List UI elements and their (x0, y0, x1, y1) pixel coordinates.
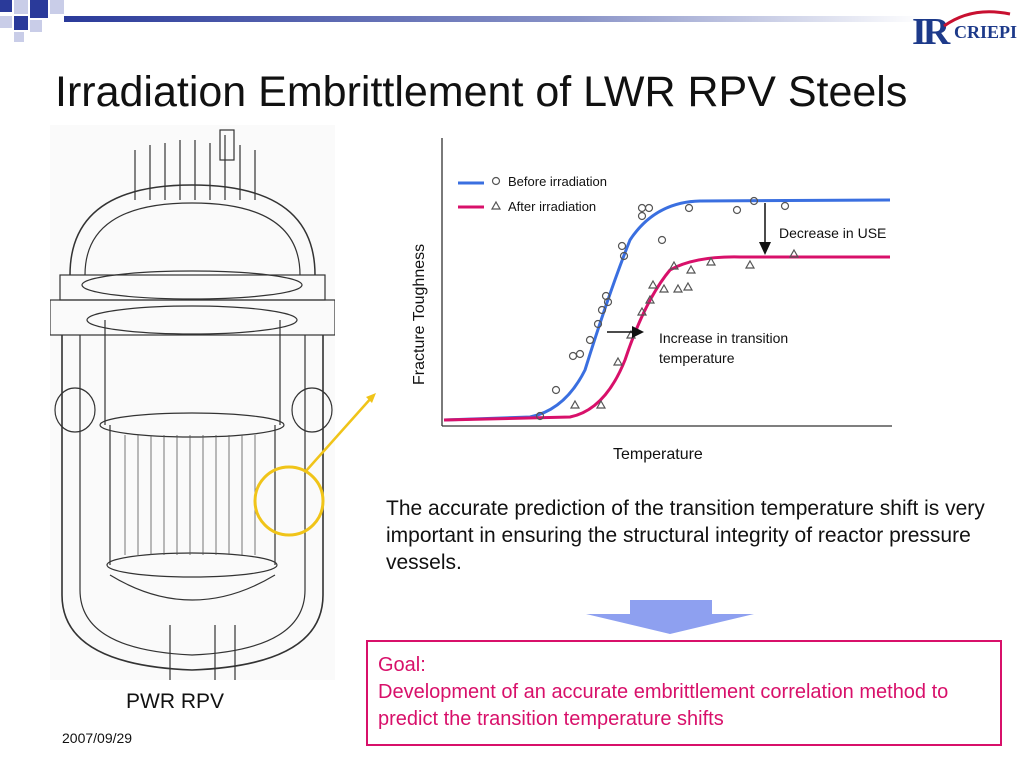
logo-swoosh (943, 10, 1011, 28)
pointer-line (305, 396, 373, 472)
fracture-toughness-chart: Fracture Toughness Temperature Before ir… (411, 138, 892, 463)
series-markers-before-irradiation (535, 196, 790, 421)
header-decoration (0, 0, 924, 42)
y-axis-label: Fracture Toughness (411, 244, 428, 385)
annotation-transition-line1: Increase in transition (659, 330, 788, 346)
annotation-transition-line2: temperature (659, 350, 735, 366)
slide-date: 2007/09/29 (62, 730, 133, 746)
pwr-rpv-illustration (50, 125, 335, 680)
highlight-circle (253, 465, 325, 537)
down-arrow-icon (586, 600, 754, 634)
use-arrowhead (759, 242, 771, 255)
pointer-arrowhead (366, 393, 376, 403)
legend-marker-before (491, 176, 501, 186)
transition-arrowhead (632, 326, 644, 338)
series-line-before-irradiation (443, 198, 891, 422)
series-markers-after-irradiation (569, 248, 800, 409)
goal-text: Development of an accurate embrittlement… (378, 681, 949, 730)
body-paragraph: The accurate prediction of the transitio… (386, 497, 985, 574)
legend-label-before: Before irradiation (508, 174, 607, 189)
rpv-caption: PWR RPV (126, 690, 225, 713)
highlight-annotation (253, 393, 376, 537)
goal-heading: Goal: (378, 654, 426, 676)
annotation-decrease-use: Decrease in USE (779, 225, 886, 241)
logo-text: CRIEPI (954, 22, 1018, 42)
control-rod-drives (134, 129, 256, 200)
criepi-logo: IR CRIEPI (912, 8, 1017, 53)
legend-marker-after (490, 200, 502, 210)
x-axis-label: Temperature (613, 446, 703, 463)
goal-box: Goal: Development of an accurate embritt… (366, 640, 1002, 746)
page-title: Irradiation Embrittlement of LWR RPV Ste… (55, 68, 908, 116)
chart-legend: Before irradiation After irradiation (458, 174, 607, 214)
legend-label-after: After irradiation (508, 199, 596, 214)
logo-mark: IR (912, 11, 950, 53)
